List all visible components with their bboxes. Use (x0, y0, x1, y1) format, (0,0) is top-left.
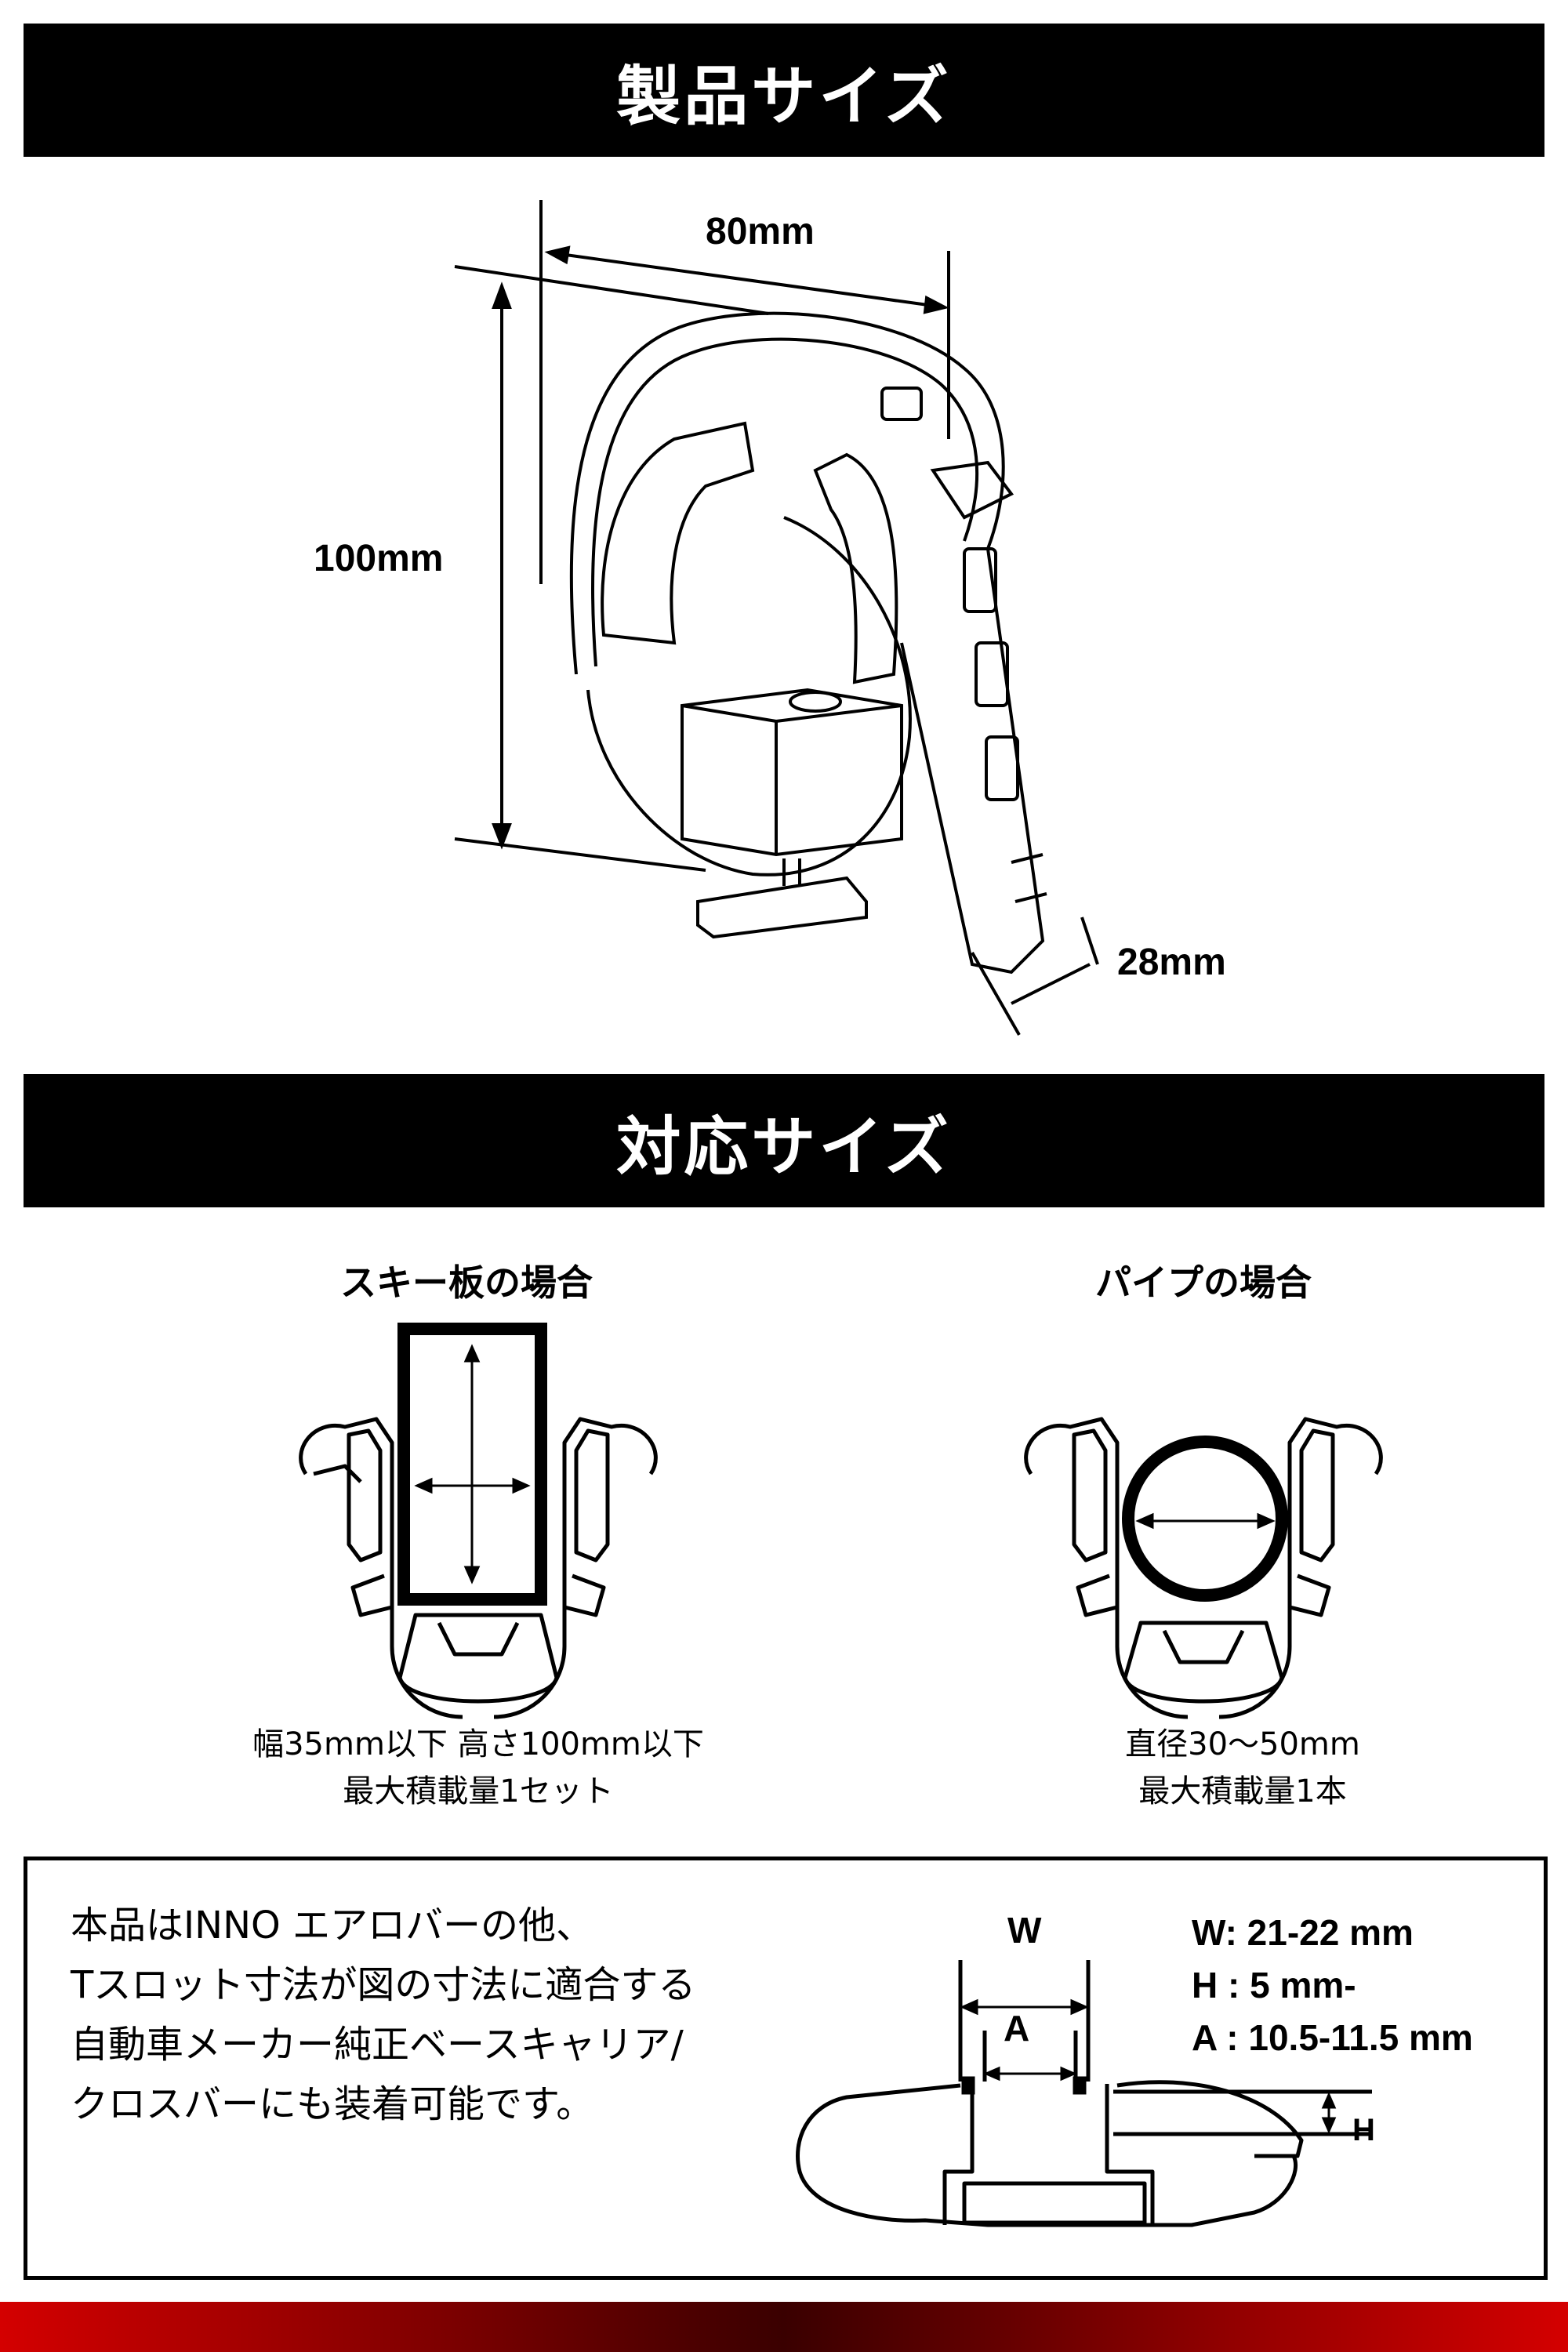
ski-case-caption: 幅35mm以下 高さ100mm以下 最大積載量1セット (165, 1721, 792, 1815)
spec-a: A : 10.5-11.5 mm (1192, 2017, 1473, 2058)
width-dimension-label: 80mm (706, 211, 815, 252)
pipe-case-caption: 直径30～50mm 最大積載量1本 (929, 1721, 1556, 1815)
slot-label-w: W (1007, 1910, 1042, 1951)
compatible-size-banner: 対応サイズ (24, 1074, 1544, 1207)
tslot-diagram (796, 1960, 1372, 2227)
height-dimension-label: 100mm (314, 538, 444, 579)
spec-h: H : 5 mm- (1192, 1965, 1356, 2005)
pipe-case-size: 直径30～50mm (1125, 1726, 1360, 1762)
product-size-banner: 製品サイズ (24, 24, 1544, 157)
bottom-accent-bar (0, 2302, 1568, 2352)
product-illustration (454, 200, 1099, 1036)
note-line-2: Tスロット寸法が図の寸法に適合する (71, 1963, 696, 2007)
slot-label-a: A (1004, 2008, 1030, 2049)
depth-dimension-label: 28mm (1117, 942, 1226, 983)
ski-case-title: スキー板の場合 (340, 1261, 593, 1304)
pipe-case-load: 最大積載量1本 (1138, 1773, 1347, 1809)
pipe-holder-diagram (1024, 1417, 1383, 1719)
slot-label-h: H (1352, 2113, 1375, 2147)
spec-w: W: 21-22 mm (1192, 1912, 1414, 1953)
note-line-4: クロスバーにも装着可能です。 (71, 2082, 594, 2126)
ski-holder-diagram (299, 1323, 658, 1719)
ski-case-size: 幅35mm以下 高さ100mm以下 (252, 1726, 704, 1762)
pipe-case-title: パイプの場合 (1095, 1261, 1312, 1304)
compatibility-note-text: 本品はINNO エアロバーの他、 Tスロット寸法が図の寸法に適合する 自動車メー… (71, 1896, 823, 2134)
product-size-title: 製品サイズ (616, 59, 952, 134)
note-line-3: 自動車メーカー純正ベースキャリア/ (71, 2023, 684, 2067)
compatible-size-title: 対応サイズ (616, 1109, 952, 1185)
note-line-1: 本品はINNO エアロバーの他、 (71, 1904, 594, 1947)
compatibility-note-box (24, 1857, 1548, 2280)
ski-case-load: 最大積載量1セット (343, 1773, 614, 1809)
